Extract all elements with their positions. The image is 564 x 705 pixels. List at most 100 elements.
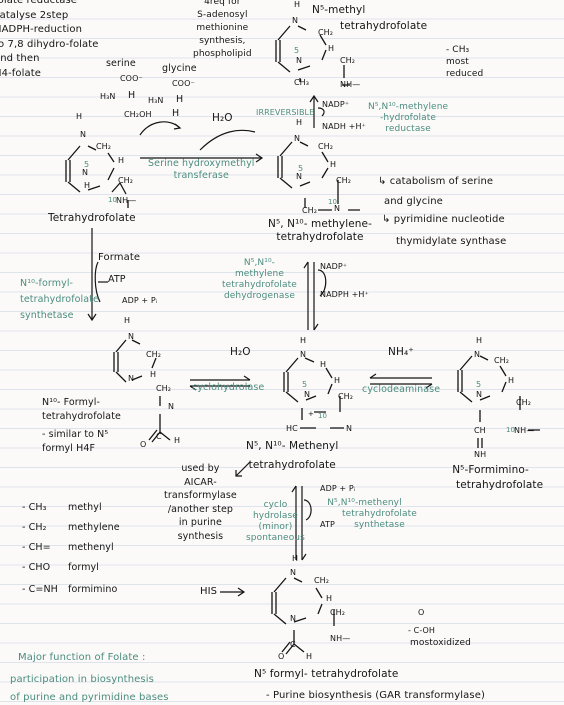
n10-formyl-label: N¹⁰- Formyl- tetrahydrofolate - similar … <box>42 396 121 456</box>
m-ch2: CH₂ <box>318 28 334 37</box>
me-ch2-c: CH₂ <box>302 206 318 215</box>
nf-o: O <box>278 652 285 661</box>
spont-2: hydrolase <box>253 511 298 521</box>
mt-h-r: H <box>320 360 327 369</box>
ch3-note-3: reduced <box>446 69 484 79</box>
legend-group: - CH= <box>22 542 51 553</box>
glycine-h-bottom: H <box>172 108 180 119</box>
legend-name: formimino <box>68 584 118 595</box>
adp-pi-label: ADP + Pᵢ <box>122 296 158 305</box>
nadph-label: NADPH +H⁺ <box>320 290 369 299</box>
formyl-synthetase: N¹⁰-formyl- tetrahydrofolate synthetase <box>20 276 99 324</box>
f-h-top: H <box>124 316 131 325</box>
mt-10: 10 <box>318 412 328 420</box>
nf-h: H <box>326 594 333 603</box>
nf-h-ald: H <box>306 652 313 661</box>
mt-n10: N <box>346 424 353 433</box>
formimino-1: N⁵-Formimino- <box>452 464 529 476</box>
synth-3: synthetase <box>354 520 405 530</box>
nadh: NADH +H⁺ <box>322 122 366 131</box>
nh4-label: NH₄⁺ <box>388 346 414 358</box>
top-left-note: folate reductase catalyse 2step NADPH-re… <box>0 0 99 81</box>
req-line: S-adenosyl <box>197 10 248 20</box>
n5n10-methenyl-structure <box>283 357 344 429</box>
used-by-5: in purine <box>178 517 222 528</box>
n10-formyl-1: N¹⁰- Formyl- <box>42 397 100 408</box>
me-h-top: H <box>296 118 303 127</box>
mt-h-top: H <box>300 336 307 345</box>
n10-formyl-structure <box>113 339 171 443</box>
f-n10: N <box>168 402 175 411</box>
n10-formyl-4: formyl H4F <box>42 443 96 454</box>
top-left-line-6: H4-folate <box>0 67 42 79</box>
cooh-o: O <box>418 608 425 617</box>
major-function: Major function of Folate : <box>18 652 146 663</box>
legend-row: - CH=methenyl <box>22 542 114 554</box>
req-note: 4req for S-adenosyl methionine synthesis… <box>193 0 252 61</box>
thf-ch2: CH₂ <box>96 142 112 151</box>
formyl-synth-2: tetrahydrofolate <box>20 294 99 305</box>
serine-h3n: H₃N <box>100 92 116 101</box>
nf-n-top: N <box>290 568 297 577</box>
methylene-dehydrogenase: N⁵,N¹⁰- methylene tetrahydrofolate dehyd… <box>222 258 297 302</box>
nad-plus: NADP⁺ <box>322 100 350 109</box>
synth-1: N⁵,N¹⁰-methenyl <box>327 498 402 508</box>
n10-formyl-3: - similar to N⁵ <box>42 429 109 440</box>
m-h: H <box>328 44 335 53</box>
m-n: N <box>296 56 303 65</box>
used-by-4: /another step <box>167 503 234 515</box>
mt-5: 5 <box>302 380 308 389</box>
fi-ch2-b: CH₂ <box>516 398 532 407</box>
fi-ch: CH <box>474 426 486 435</box>
ch3-note-1: - CH₃ <box>446 45 470 55</box>
mostoxidized-label: mostoxidized <box>410 638 471 648</box>
top-left-line-4: to 7,8 dihydro-folate <box>0 38 99 50</box>
formate-label: Formate <box>98 252 141 263</box>
req-line: 4req for <box>204 0 241 7</box>
me-10: 10 <box>328 198 338 206</box>
mt-n-top: N <box>300 350 307 359</box>
thf-label: Tetrahydrofolate <box>48 212 136 224</box>
legend-name: methylene <box>68 522 120 533</box>
shmt-line-2: transferase <box>173 170 229 181</box>
methylene-label: N⁵, N¹⁰- methylene- tetrahydrofolate <box>268 218 372 244</box>
used-by-3: transformylase <box>164 490 237 501</box>
glycine-h: H <box>176 94 184 105</box>
formimino-label: N⁵-Formimino- tetrahydrofolate <box>438 464 543 492</box>
thf-10: 10 <box>108 196 118 204</box>
top-left-line-2: catalyse 2step <box>0 9 69 21</box>
spont-4: spontaneous <box>246 533 305 543</box>
cyclohydrolase-label: cyclohydrolase <box>192 382 265 393</box>
n5-formimino-structure <box>457 355 540 448</box>
fi-n-top: N <box>474 350 481 359</box>
me-ch2: CH₂ <box>318 142 334 151</box>
formyl-synth-3: synthetase <box>20 310 74 321</box>
top-left-line-3: NADPH-reduction <box>0 24 83 35</box>
m-ch3: CH₃ <box>294 78 310 87</box>
req-line: synthesis, <box>199 36 246 46</box>
reaction-arrows <box>87 94 433 597</box>
top-left-line-5: and then <box>0 53 40 64</box>
used-by-6: synthesis <box>177 530 224 542</box>
synth-2: tetrahydrofolate <box>342 509 417 519</box>
f-ch2-b: CH₂ <box>156 384 172 393</box>
f-h: H <box>150 370 157 379</box>
fi-nh-r: NH— <box>514 426 535 435</box>
methylene-reductase: N⁵,N¹⁰-methylene -hydrofolate reductase <box>368 102 448 135</box>
legend-name: formyl <box>68 562 100 573</box>
serine-coo: COO⁻ <box>120 74 143 83</box>
fi-nh: NH <box>474 450 487 459</box>
n5-formyl-structure <box>271 577 335 655</box>
methenyl-synthetase: N⁵,N¹⁰-methenyl tetrahydrofolate synthet… <box>312 498 417 531</box>
thf-h: H <box>118 156 125 165</box>
dehyd-1: N⁵,N¹⁰- <box>243 258 276 268</box>
nf-n: N <box>290 614 297 623</box>
glycine-h3n: H₃N <box>148 96 164 105</box>
me-5: 5 <box>298 164 304 173</box>
cyclohydrolase-spont: cyclo hydrolase (minor) spontaneous <box>246 500 305 544</box>
glycine-label: glycine <box>162 63 197 74</box>
mt-h: H <box>334 376 341 385</box>
used-by-note: used by AICAR- transformylase /another s… <box>164 462 237 543</box>
right-note-2: and glycine <box>384 196 443 207</box>
